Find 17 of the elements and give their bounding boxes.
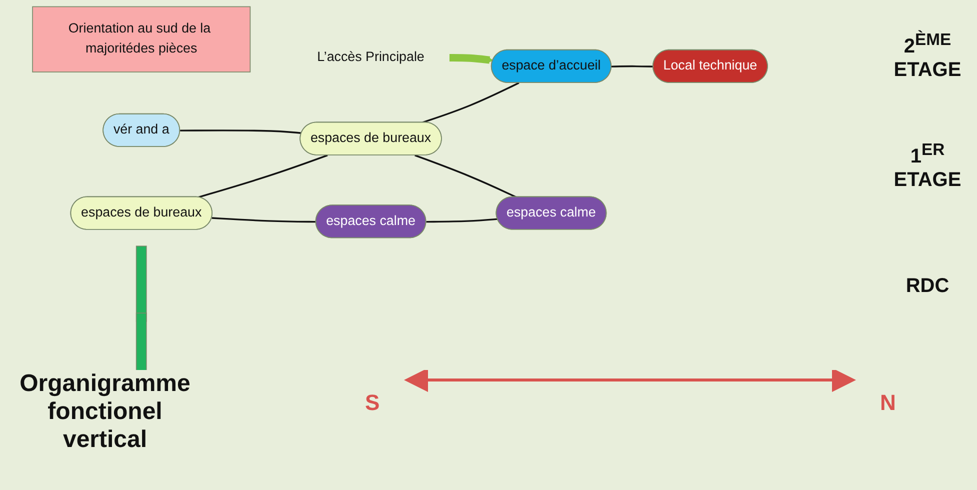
connector xyxy=(198,154,328,198)
connector xyxy=(180,130,302,134)
floor-label: RDC xyxy=(904,275,950,298)
arrow xyxy=(449,54,494,64)
connector xyxy=(426,218,498,223)
floor-label: 1$^{ER}$ ETAGE xyxy=(892,140,962,192)
direction-label: S xyxy=(365,390,380,416)
connector xyxy=(422,82,520,124)
connector xyxy=(611,65,654,68)
connector xyxy=(212,217,316,223)
node-text: L’accès Principale xyxy=(317,50,424,64)
diagram-title: Organigramme fonctionel vertical xyxy=(18,370,192,454)
direction-label: N xyxy=(880,390,896,416)
connector xyxy=(414,154,517,198)
node-box: Orientation au sud de la majoritédes pièces xyxy=(32,6,251,72)
node-bar xyxy=(136,312,147,370)
floor-label: 2$^{ÈME}$ ETAGE xyxy=(892,30,962,82)
